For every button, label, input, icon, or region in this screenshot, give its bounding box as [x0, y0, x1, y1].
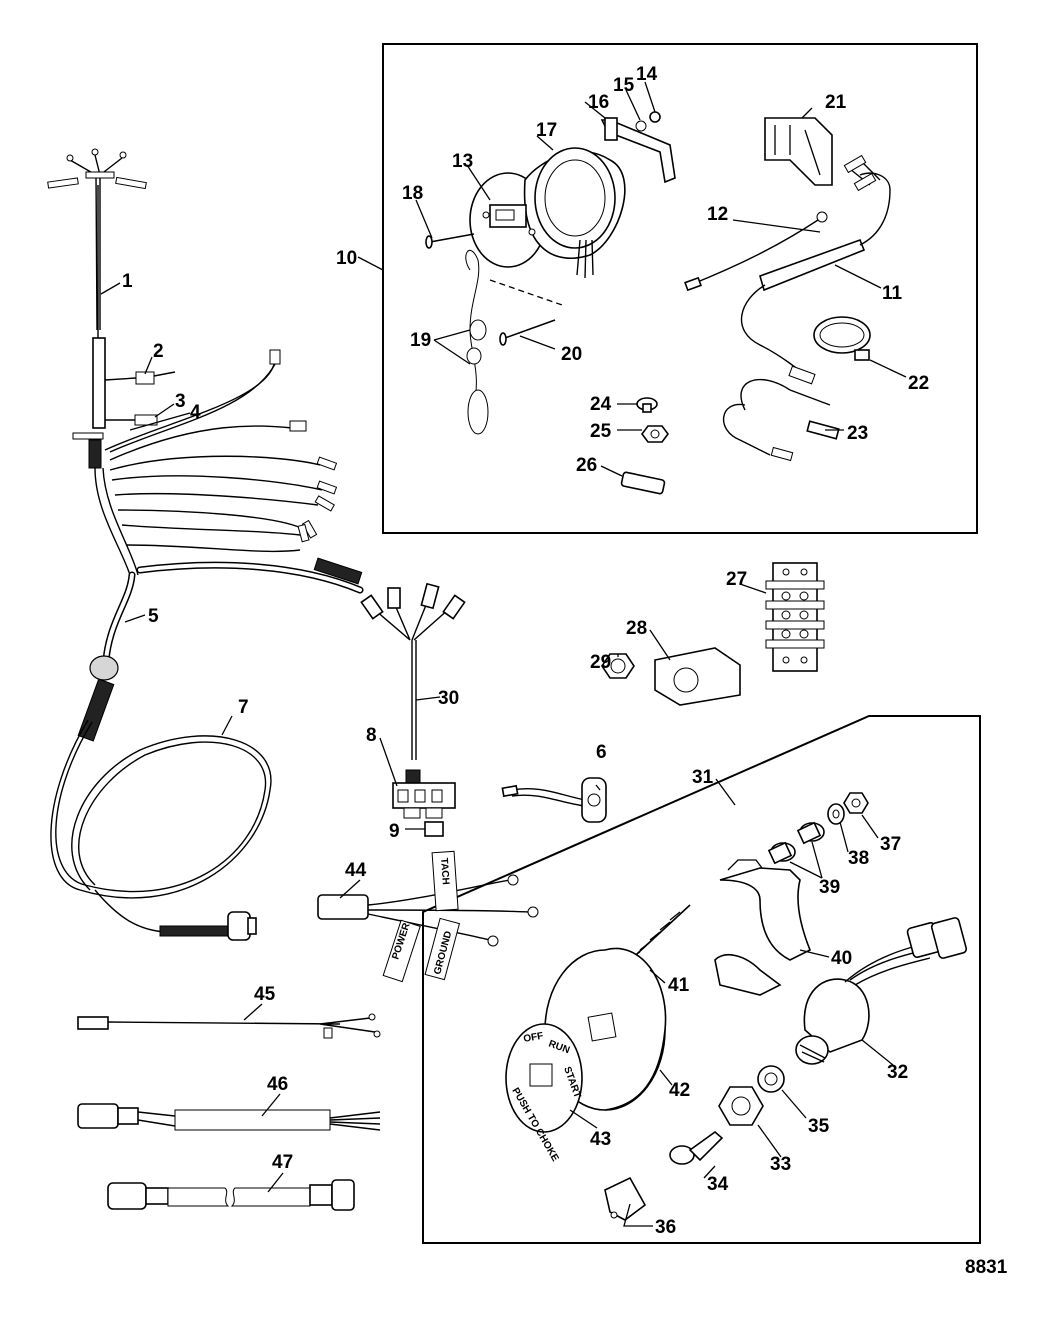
callout-40: 40 — [831, 948, 852, 969]
callout-35: 35 — [808, 1116, 830, 1137]
callout-31: 31 — [692, 767, 714, 788]
callout-39: 39 — [819, 877, 840, 898]
harness-46 — [77, 1103, 381, 1131]
callout-37: 37 — [880, 834, 901, 855]
coiled-cable-7 — [50, 719, 272, 941]
nut-37 — [843, 792, 869, 814]
screw-18 — [425, 233, 475, 249]
bracket-40 — [714, 859, 812, 996]
callout-47: 47 — [272, 1152, 293, 1173]
main-harness — [47, 148, 176, 576]
callout-10: 10 — [336, 248, 357, 269]
callout-7: 7 — [238, 697, 249, 718]
part-9 — [424, 821, 444, 837]
callout-28: 28 — [626, 618, 647, 639]
callout-4: 4 — [190, 402, 201, 423]
tach-tag: TACH — [431, 850, 459, 912]
callout-18: 18 — [402, 183, 423, 204]
leader-lines — [100, 81, 907, 1227]
key-34 — [669, 1130, 724, 1165]
nut-29 — [601, 653, 635, 679]
inset-box-10 — [382, 43, 978, 534]
power-tag: POWER — [382, 919, 421, 983]
connector-set-30 — [360, 582, 466, 785]
figure-id: 8831 — [965, 1257, 1008, 1278]
callout-labels: 1 2 3 4 5 6 7 8 9 10 11 12 13 14 15 16 1… — [122, 64, 929, 1238]
callout-14: 14 — [636, 64, 658, 85]
key-off-label: OFF — [523, 1031, 545, 1045]
strip-21 — [764, 117, 833, 186]
terminal-block-27 — [765, 562, 825, 672]
callout-3: 3 — [175, 391, 186, 412]
ground-tag: GROUND — [424, 917, 461, 981]
callout-44: 44 — [345, 860, 367, 881]
washer-38 — [827, 803, 845, 825]
callout-43: 43 — [590, 1129, 611, 1150]
nut-14 — [649, 111, 661, 123]
key-plate-43: OFF RUN START PUSH TO CHOKE — [505, 1023, 583, 1164]
gauge-13-17 — [469, 147, 626, 279]
regulator-8 — [392, 782, 456, 819]
callout-8: 8 — [366, 725, 377, 746]
callout-27: 27 — [726, 569, 747, 590]
switch-32 — [795, 917, 968, 1065]
callout-13: 13 — [452, 151, 473, 172]
callout-6: 6 — [596, 742, 607, 763]
harness-11-12 — [684, 154, 891, 385]
callout-22: 22 — [908, 373, 929, 394]
callout-16: 16 — [588, 92, 609, 113]
callout-15: 15 — [613, 75, 635, 96]
callout-45: 45 — [254, 984, 276, 1005]
plate-28 — [654, 647, 741, 706]
terminal-cluster — [297, 456, 338, 543]
inset-box-31 — [422, 715, 981, 1244]
spacers-39 — [767, 821, 825, 865]
callout-36: 36 — [655, 1217, 676, 1238]
callout-34: 34 — [707, 1174, 729, 1195]
callout-30: 30 — [438, 688, 459, 709]
callout-26: 26 — [576, 455, 597, 476]
callout-1: 1 — [122, 271, 133, 292]
callout-24: 24 — [590, 394, 612, 415]
screw-20 — [499, 319, 556, 346]
callout-20: 20 — [561, 344, 582, 365]
tag-tach-label: TACH — [438, 857, 451, 885]
callout-2: 2 — [153, 341, 164, 362]
callout-23: 23 — [847, 423, 868, 444]
bracket-16 — [600, 117, 676, 184]
callout-9: 9 — [389, 821, 400, 842]
callout-33: 33 — [770, 1154, 791, 1175]
callout-46: 46 — [267, 1074, 288, 1095]
harness-branches — [104, 349, 364, 594]
lead-45 — [77, 1013, 381, 1039]
callout-42: 42 — [669, 1080, 690, 1101]
extension-47 — [107, 1179, 355, 1211]
callout-5: 5 — [148, 606, 159, 627]
washer-15 — [635, 120, 647, 132]
callout-25: 25 — [590, 421, 612, 442]
lead-23 — [723, 378, 840, 462]
nut-25 — [641, 425, 669, 443]
callout-32: 32 — [887, 1062, 908, 1083]
clamp-22 — [813, 316, 871, 361]
sleeve-26 — [620, 471, 666, 495]
callout-12: 12 — [707, 204, 728, 225]
callout-41: 41 — [668, 975, 690, 996]
callout-17: 17 — [536, 120, 557, 141]
sensor-6 — [501, 777, 607, 823]
washer-35 — [757, 1065, 785, 1093]
callout-11: 11 — [882, 283, 903, 304]
screw-24 — [636, 397, 658, 413]
callout-19: 19 — [410, 330, 431, 351]
clip-36 — [604, 1176, 647, 1221]
harness-section-5 — [77, 571, 136, 742]
lanyard-19 — [465, 249, 566, 435]
callout-29: 29 — [590, 652, 611, 673]
callout-38: 38 — [848, 848, 869, 869]
callout-21: 21 — [825, 92, 847, 113]
nut-33 — [718, 1086, 764, 1126]
